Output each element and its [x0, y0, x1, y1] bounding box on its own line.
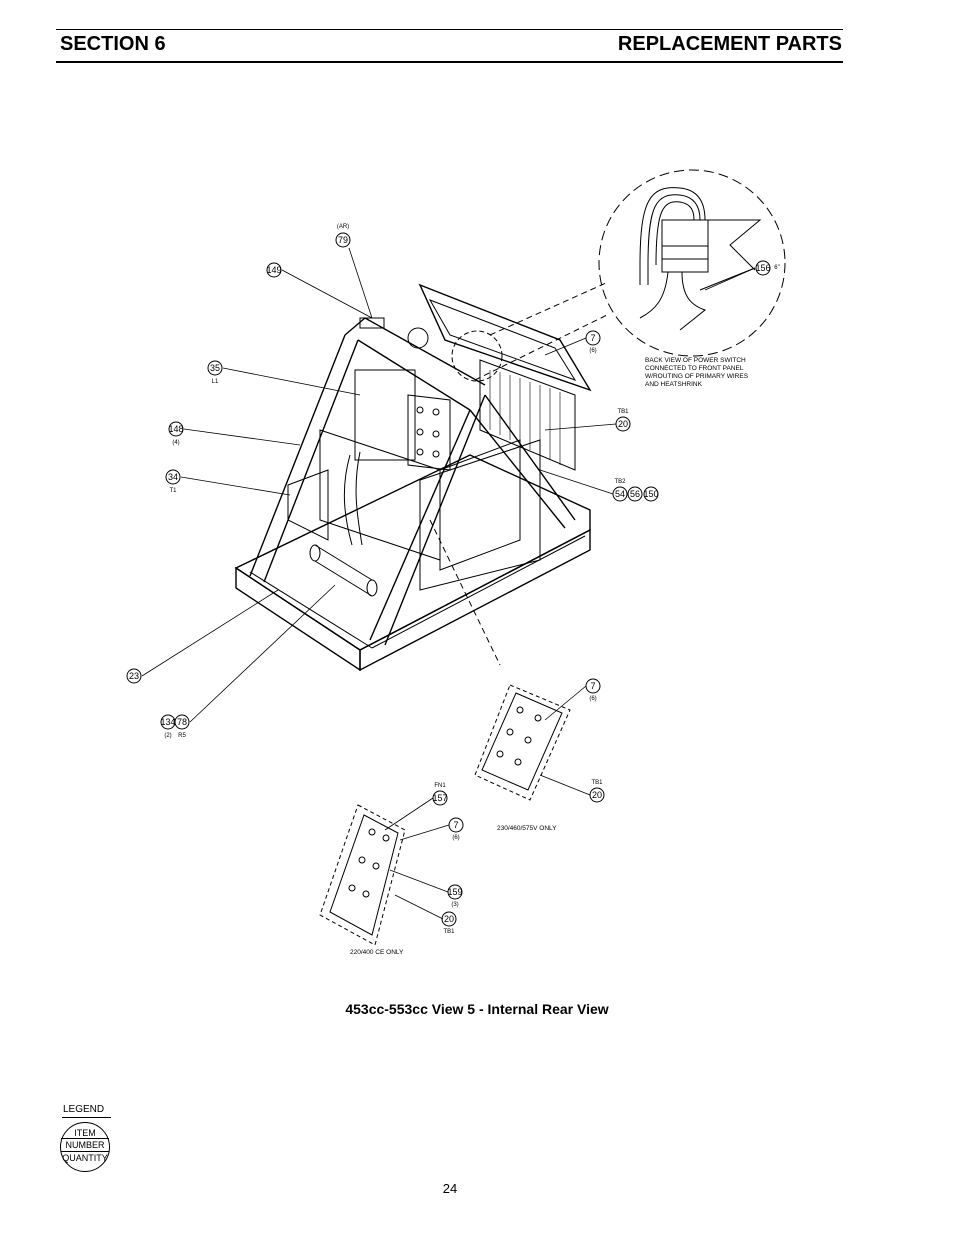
callout-79: 79 — [338, 235, 348, 245]
callout-149: 149 — [266, 265, 281, 275]
callout-56: 56 — [630, 489, 640, 499]
callout-157-note: FN1 — [434, 783, 446, 789]
callout-159-sub: (3) — [451, 902, 458, 908]
callout-78-sub: R5 — [178, 733, 186, 739]
legend-circle: ITEM NUMBER QUANTITY — [60, 1122, 110, 1172]
callout-134: 134 — [160, 717, 175, 727]
legend-title: LEGEND — [63, 1104, 105, 1115]
legend-divider-1 — [61, 1138, 109, 1139]
callout-20c: 20 — [444, 914, 454, 924]
note-power-switch-1: BACK VIEW OF POWER SWITCH — [645, 357, 746, 364]
callout-54: 54 — [615, 489, 625, 499]
callout-79-note: (AR) — [337, 224, 349, 230]
leader-lines — [141, 247, 756, 920]
note-power-switch-3: W/ROUTING OF PRIMARY WIRES — [645, 373, 749, 380]
callout-159: 159 — [447, 887, 462, 897]
callout-54-note: TB2 — [614, 479, 626, 485]
callout-20b-note: TB1 — [591, 780, 603, 786]
callout-7b-sub: (6) — [589, 696, 596, 702]
machine-frame — [234, 283, 592, 672]
callout-20c-sub: TB1 — [443, 929, 455, 935]
callout-150: 150 — [643, 489, 658, 499]
callout-23: 23 — [129, 671, 139, 681]
callout-157: 157 — [432, 793, 447, 803]
note-variant-b: 220/400 CE ONLY — [350, 949, 404, 956]
legend-quantity: QUANTITY — [62, 1153, 108, 1163]
terminal-board-detail-b — [319, 804, 406, 946]
callout-156: 156 — [755, 263, 770, 273]
callout-7a: 7 — [590, 333, 595, 343]
callout-35-sub: L1 — [212, 379, 219, 385]
legend-item: ITEM — [74, 1128, 96, 1138]
callout-7b: 7 — [590, 681, 595, 691]
page-number: 24 — [442, 1181, 458, 1196]
callout-20a-note: TB1 — [617, 409, 629, 415]
callout-7a-sub: (6) — [589, 348, 596, 354]
header-rule-bottom — [56, 61, 843, 63]
callout-20b: 20 — [592, 790, 602, 800]
callout-7c: 7 — [453, 820, 458, 830]
power-switch-detail — [598, 169, 786, 357]
callout-78: 78 — [177, 717, 187, 727]
legend-number: NUMBER — [65, 1140, 105, 1150]
callout-34: 34 — [168, 472, 178, 482]
callout-148: 148 — [168, 424, 183, 434]
terminal-board-detail-a — [474, 684, 571, 801]
callout-circles — [126, 232, 771, 927]
header-rule-top — [56, 29, 843, 30]
note-power-switch-4: AND HEATSHRINK — [645, 381, 703, 388]
callout-156-sub: 6" — [774, 265, 779, 271]
section-title: REPLACEMENT PARTS — [617, 33, 842, 55]
section-label: SECTION 6 — [60, 33, 166, 55]
callout-148-sub: (4) — [172, 440, 179, 446]
callout-20a: 20 — [618, 419, 628, 429]
legend-rule — [62, 1117, 111, 1118]
figure-caption: 453cc-553cc View 5 - Internal Rear View — [345, 1001, 609, 1017]
callout-7c-sub: (6) — [452, 835, 459, 841]
callout-134-sub: (2) — [164, 733, 171, 739]
callout-35: 35 — [210, 363, 220, 373]
note-variant-a: 230/460/575V ONLY — [497, 825, 557, 832]
legend-divider-2 — [61, 1151, 109, 1152]
note-power-switch-2: CONNECTED TO FRONT PANEL — [645, 365, 744, 372]
callout-34-sub: T1 — [169, 488, 177, 494]
